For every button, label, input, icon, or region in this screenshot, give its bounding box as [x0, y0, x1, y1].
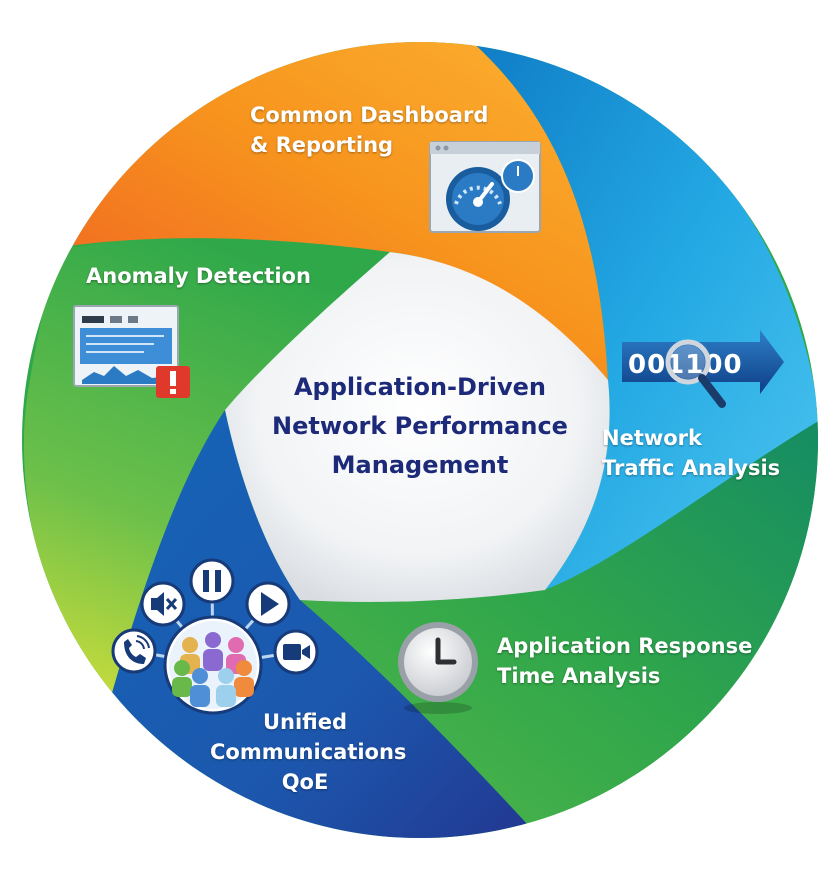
dashboard-label: Common Dashboard & Reporting — [250, 100, 488, 160]
segment-uc[interactable] — [110, 410, 540, 857]
phone-call-icon[interactable] — [111, 628, 157, 674]
response-label-line2: Time Analysis — [497, 664, 661, 688]
binary-magnifier-icon: 001100 — [622, 330, 784, 408]
response-label: Application Response Time Analysis — [497, 631, 752, 691]
traffic-label-line1: Network — [602, 426, 703, 450]
center-title: Application-Driven Network Performance M… — [240, 368, 600, 485]
dashboard-gauge-icon — [429, 141, 541, 233]
pause-icon[interactable] — [189, 558, 235, 604]
video-camera-icon[interactable] — [273, 629, 319, 675]
uc-label-line1: Unified — [262, 710, 348, 734]
uc-label: Unified Communications QoE — [210, 707, 407, 797]
play-icon[interactable] — [245, 581, 291, 627]
dashboard-label-line2: & Reporting — [250, 133, 394, 157]
segment-dashboard[interactable] — [40, 37, 608, 380]
center-title-line2: Network Performance — [272, 412, 568, 440]
anomaly-label-line1: Anomaly Detection — [86, 264, 311, 288]
traffic-label-line2: Traffic Analysis — [602, 456, 781, 480]
center-hub — [225, 252, 610, 602]
center-title-line1: Application-Driven — [293, 373, 547, 401]
uc-label-line3: QoE — [281, 770, 329, 794]
uc-label-line2: Communications — [210, 740, 407, 764]
segment-traffic[interactable] — [470, 40, 820, 590]
alert-window-icon — [73, 305, 190, 398]
dashboard-label-line1: Common Dashboard — [250, 103, 489, 127]
traffic-label: Network Traffic Analysis — [602, 423, 780, 483]
anomaly-label: Anomaly Detection — [86, 261, 311, 291]
user-group-icon — [111, 558, 319, 715]
mute-icon[interactable] — [140, 581, 186, 627]
response-label-line1: Application Response — [497, 634, 753, 658]
clock-icon — [398, 622, 478, 714]
center-title-line3: Management — [331, 451, 509, 479]
binary-text: 001100 — [628, 350, 743, 380]
